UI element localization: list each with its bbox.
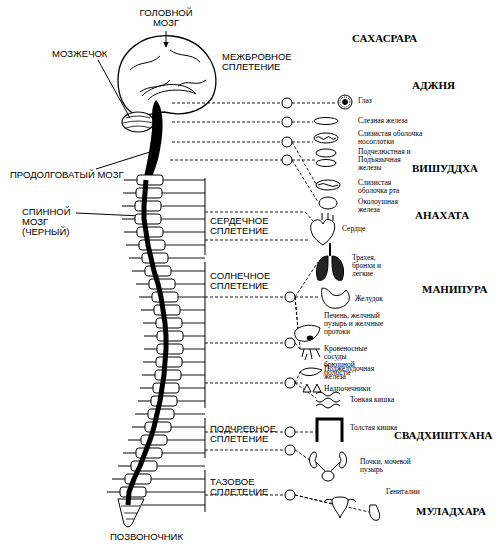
organ-label: Околоушная железа xyxy=(358,198,406,214)
submandibular-gland xyxy=(316,149,336,157)
organ-label: Поджелудочная железа xyxy=(324,365,380,381)
organ-label: Печень, желчный пузырь и желчные протоки xyxy=(324,312,404,336)
organ-label: Сердце xyxy=(342,225,365,233)
pancreas xyxy=(300,368,322,376)
chakra-name: САХАСРАРА xyxy=(352,33,417,45)
lung xyxy=(316,256,328,280)
adrenal-glands xyxy=(303,384,321,392)
cerebellum xyxy=(122,112,154,132)
organ-label: Слизистая оболочка носоглотки xyxy=(358,130,424,146)
organ-label: Надпочечники xyxy=(324,385,371,393)
ganglion xyxy=(282,98,292,108)
mucosa-fold xyxy=(316,137,336,140)
chakra-name: СВАДХИШТХАНА xyxy=(394,430,492,442)
organ-label: Тонкая кишка xyxy=(350,396,394,404)
organ-label: Почки, мочевой пузырь xyxy=(360,458,416,474)
organ-label: Слизистая оболочка рта xyxy=(358,179,418,195)
plexus-label: ТАЗОВОЕ СПЛЕТЕНИЕ xyxy=(210,477,294,497)
organ-label: Толстая кишка xyxy=(350,424,397,432)
ganglion xyxy=(282,137,292,147)
trachea xyxy=(329,243,331,256)
plexus-label: ПОДЧРЕВНОЕ СПЛЕТЕНИЕ xyxy=(210,424,294,444)
organ-label: Желудок xyxy=(355,295,383,303)
cerebellum-folds xyxy=(123,116,153,128)
organ-label: Слезная железа xyxy=(358,117,408,125)
ganglion xyxy=(285,445,295,455)
leader-line xyxy=(98,60,130,118)
large-intestine xyxy=(317,419,342,442)
chakra-name: МАНИПУРА xyxy=(422,284,487,296)
liver xyxy=(295,325,320,341)
pointer-arrow xyxy=(166,31,167,47)
plexus-bracket xyxy=(205,178,206,512)
plexus-label: СЕРДЕЧНОЕ СПЛЕТЕНИЕ xyxy=(210,216,294,236)
plexus-label: МЕЖБРОВНОЕ СПЛЕТЕНИЕ xyxy=(222,52,306,72)
corpus-callosum xyxy=(142,84,196,100)
leader-line xyxy=(76,213,141,216)
gallbladder xyxy=(307,336,313,340)
ganglion xyxy=(285,378,295,388)
brain-gyri xyxy=(128,50,206,92)
eye xyxy=(338,95,352,109)
chakra-name: АНАХАТА xyxy=(415,210,469,222)
eye-iris xyxy=(340,97,350,107)
ganglion xyxy=(285,427,295,437)
sublingual-gland xyxy=(316,160,336,167)
chakra-name: АДЖНЯ xyxy=(412,80,455,92)
organ-label: Гениталии xyxy=(386,488,420,496)
anatomy-label: ГОЛОВНОЙ МОЗГ xyxy=(134,8,198,28)
fallopian-tubes xyxy=(324,499,356,502)
organ-label: Глаз xyxy=(358,97,372,105)
nasal-mucosa xyxy=(314,133,338,143)
brain-outline xyxy=(118,36,216,116)
chakra-name: ВИШУДДХА xyxy=(412,163,478,175)
anatomy-label: ПРОДОЛГОВАТЫЙ МОЗГ xyxy=(10,170,124,180)
organ-label: Подчелюстная и Подъязычная железы xyxy=(358,148,418,172)
lung xyxy=(332,256,344,280)
abdominal-vessels xyxy=(300,349,320,360)
anatomy-label: МОЗЖЕЧОК xyxy=(52,49,107,59)
kidney xyxy=(340,452,347,468)
ganglia xyxy=(282,98,295,500)
brain-stem xyxy=(143,100,163,182)
parotid-gland xyxy=(319,197,337,209)
stomach xyxy=(322,288,350,308)
mucosa-fold xyxy=(318,184,338,187)
heart xyxy=(311,219,335,245)
eye-pupil xyxy=(343,100,348,105)
leader-line xyxy=(96,152,150,169)
ganglion xyxy=(285,338,295,348)
kidney xyxy=(310,452,317,468)
sacrum-lines xyxy=(121,506,140,519)
ganglion xyxy=(285,490,295,500)
anatomy-label: ПОЗВОНОЧНИК xyxy=(110,532,183,542)
sacrum xyxy=(118,499,144,527)
anatomy-label: СПИННОЙ МОЗГ (ЧЕРНЫЙ) xyxy=(22,207,88,237)
small-intestine xyxy=(316,392,340,408)
ganglion xyxy=(282,155,292,165)
oral-mucosa xyxy=(316,180,340,190)
nerve-pathways xyxy=(170,103,369,512)
vertebral-column xyxy=(107,175,183,527)
male-genitals xyxy=(369,505,379,520)
spinal-cord xyxy=(128,180,166,505)
uterus xyxy=(332,497,348,518)
organ-label: Трахея, бронхи и легкие xyxy=(352,254,394,278)
plexus-label: СОЛНЕЧНОЕ СПЛЕТЕНИЕ xyxy=(210,271,294,291)
ganglion xyxy=(282,117,292,127)
chakra-name: МУЛАДХАРА xyxy=(416,506,486,518)
ganglion xyxy=(285,292,295,302)
lacrimal-gland xyxy=(314,118,338,125)
bladder xyxy=(322,471,334,481)
